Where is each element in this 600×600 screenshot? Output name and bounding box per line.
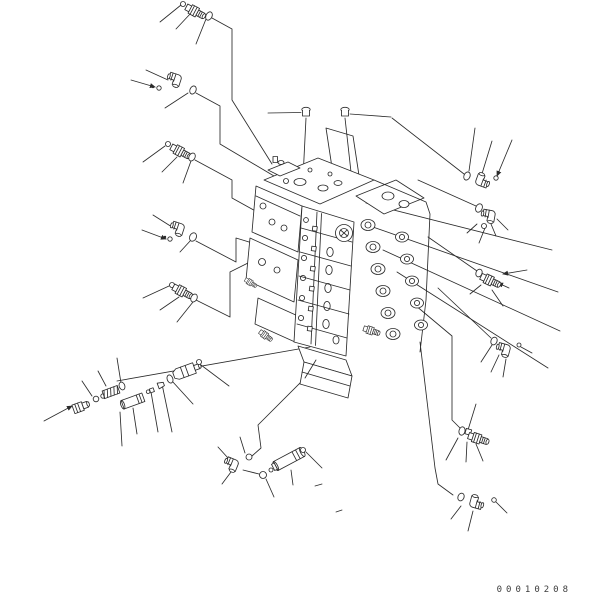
hex-plug-icon <box>71 401 90 415</box>
o-ring-icon <box>475 203 483 213</box>
fitting-right-lower <box>480 336 533 378</box>
o-ring-icon <box>491 497 497 503</box>
washer-icon <box>92 395 100 403</box>
o-ring-icon <box>268 467 274 473</box>
o-ring-icon <box>188 152 196 162</box>
o-ring-icon <box>189 232 197 242</box>
fitting-right-middle <box>469 268 528 307</box>
valve-top-face <box>263 156 375 205</box>
o-ring-icon <box>458 426 466 436</box>
o-ring-icon <box>300 447 306 453</box>
spring-icon <box>101 385 121 400</box>
relief-valve-exploded-row <box>43 357 230 447</box>
fitting-right-upper <box>466 203 509 244</box>
o-ring-icon <box>463 171 471 181</box>
seat-icon <box>156 381 165 390</box>
valve-right-stack <box>355 179 431 353</box>
front-ports <box>297 217 340 345</box>
drawing-number: 00010208 <box>496 585 572 595</box>
hex-nipple-icon <box>478 271 503 291</box>
poppet-icon <box>145 387 155 394</box>
o-ring-icon <box>490 336 498 346</box>
elbow-fitting-icon <box>479 208 497 225</box>
valve-bottom-foot <box>297 324 382 399</box>
fitting-top-right <box>463 127 513 190</box>
o-ring-icon <box>516 342 522 348</box>
hex-nipple-icon <box>466 430 491 448</box>
routing-lines <box>116 17 561 496</box>
main-control-valve <box>243 106 431 399</box>
spool-icon <box>119 392 146 410</box>
o-ring-icon <box>156 85 162 91</box>
o-ring-icon <box>189 85 197 95</box>
o-ring-icon <box>166 374 174 384</box>
fitting-top-left <box>159 1 213 45</box>
spool-rail-nodes <box>306 225 318 332</box>
fitting-right-bottom <box>445 403 491 463</box>
fitting-bottom-right <box>450 492 508 532</box>
o-ring-icon <box>118 381 126 391</box>
cap-column-left <box>360 219 401 340</box>
o-ring-icon <box>167 236 173 242</box>
o-ring-icon <box>165 141 171 147</box>
elbow-fitting-icon <box>468 493 487 511</box>
o-ring-icon <box>196 359 202 365</box>
o-ring-icon <box>245 453 253 461</box>
fitting-bottom-center <box>217 436 343 513</box>
o-ring-icon <box>259 471 267 479</box>
fitting-left-lower <box>141 214 197 253</box>
elbow-fitting-icon <box>474 171 493 190</box>
o-ring-icon <box>457 492 465 502</box>
hex-nipple-icon <box>183 2 208 22</box>
elbow-fitting-icon <box>493 341 512 359</box>
valve-body-icon <box>172 362 202 380</box>
o-ring-icon <box>493 175 499 181</box>
leader-lines <box>43 357 230 447</box>
elbow-fitting-icon <box>221 455 240 474</box>
fitting-left-middle <box>142 141 196 184</box>
fitting-upper-left <box>130 69 197 109</box>
o-ring-icon <box>190 293 198 303</box>
fitting-left-bottom <box>142 282 198 323</box>
o-ring-icon <box>205 11 213 21</box>
o-ring-icon <box>481 223 487 229</box>
cap-column-right <box>395 231 428 331</box>
valve-left-blocks <box>243 185 303 344</box>
elbow-fitting-icon <box>167 220 186 238</box>
o-ring-icon <box>180 1 186 7</box>
valve-front-face <box>293 205 355 357</box>
